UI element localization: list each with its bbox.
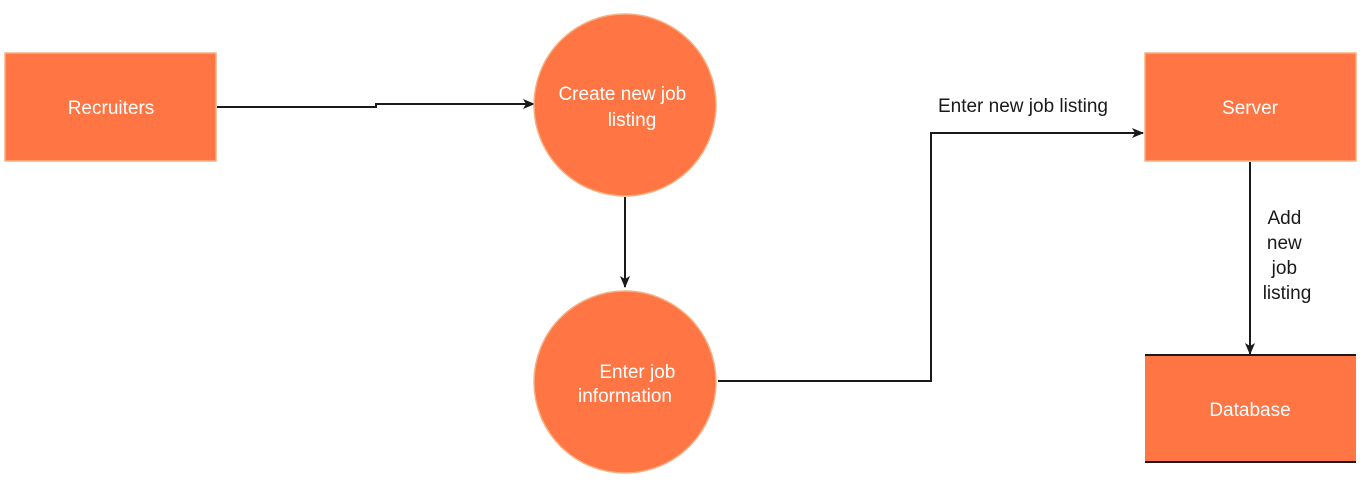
node-server: Server	[1144, 52, 1357, 162]
edge-recruiters-to-create-listing	[217, 99, 535, 109]
edge-label-add-new-listing: Add new job listing	[1263, 208, 1312, 304]
node-create-listing-circle	[533, 13, 717, 197]
node-recruiters-box	[4, 52, 217, 162]
node-database: Database	[1145, 354, 1356, 463]
edge-label-line: new	[1267, 233, 1302, 254]
node-label-line: information	[578, 386, 672, 407]
node-enter-info-circle	[533, 290, 717, 474]
node-label-line: listing	[608, 110, 657, 131]
node-create-listing: Create new job listing	[533, 13, 717, 197]
edge-enter-info-to-server	[718, 128, 1144, 382]
node-recruiters-label: Recruiters	[68, 98, 155, 119]
edge-label-enter-new-listing: Enter new job listing	[938, 96, 1108, 117]
edge-label-line: job	[1271, 258, 1297, 279]
node-database-box	[1145, 355, 1356, 462]
node-server-label: Server	[1222, 98, 1279, 119]
node-create-listing-label: Create new job listing	[558, 84, 691, 131]
node-database-label: Database	[1209, 400, 1290, 421]
node-recruiters: Recruiters	[4, 52, 217, 162]
node-label-line: Create new job	[558, 84, 686, 105]
node-enter-info: Enter job information	[533, 290, 717, 474]
node-server-box	[1144, 52, 1357, 162]
edge-label-line: Add	[1267, 208, 1301, 229]
node-label-line: Enter job	[599, 362, 675, 383]
edge-label-line: listing	[1263, 283, 1312, 304]
node-enter-info-label: Enter job information	[578, 362, 681, 407]
